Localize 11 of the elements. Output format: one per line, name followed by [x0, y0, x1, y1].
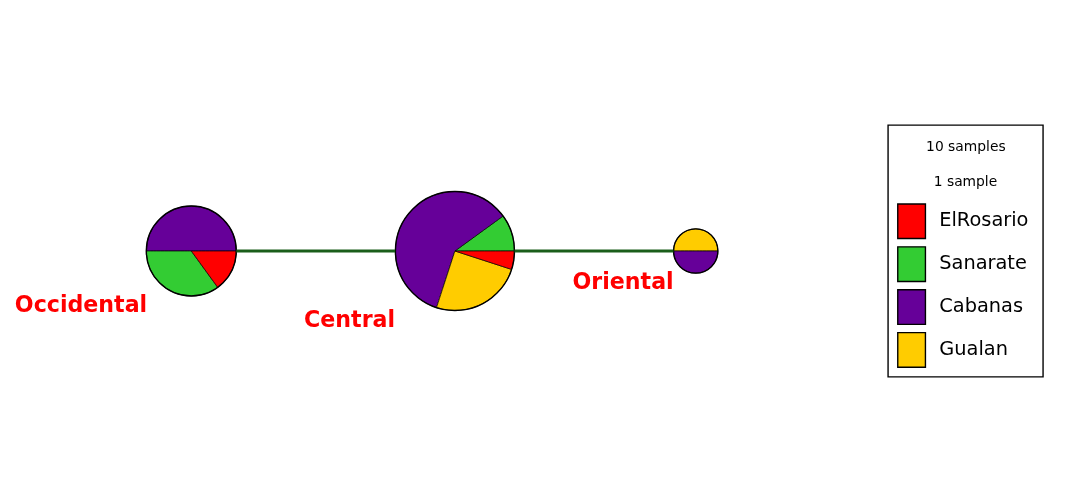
legend-label: ElRosario: [939, 207, 1029, 231]
node-label: Oriental: [572, 267, 674, 294]
node-label: Central: [304, 305, 396, 332]
node-label: Occidental: [14, 290, 148, 317]
connector: [236, 249, 396, 252]
legend-label: Sanarate: [939, 250, 1027, 274]
legend-label: Cabanas: [939, 293, 1024, 317]
label: 10 samples: [926, 137, 1006, 154]
legend-label: Gualan: [939, 336, 1008, 360]
label: 1 sample: [933, 172, 998, 189]
connector: [514, 249, 674, 252]
